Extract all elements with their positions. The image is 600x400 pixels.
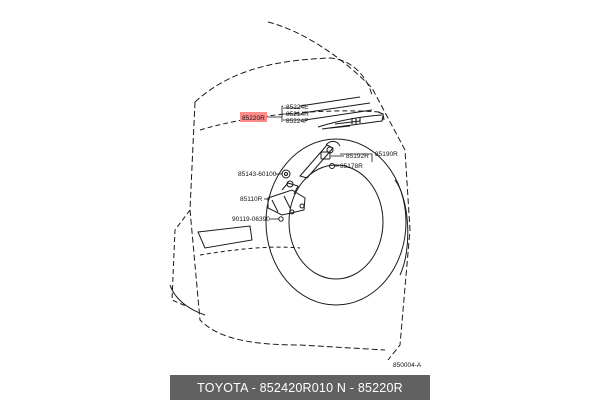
label-85192R[interactable]: 85192R — [346, 153, 369, 160]
label-85190R[interactable]: 85190R — [375, 151, 398, 158]
label-85224F[interactable]: 85224F — [286, 118, 308, 125]
diagram-ref-code: 850004-A — [393, 362, 422, 369]
highlight-box — [240, 112, 267, 122]
spare-tire — [265, 138, 409, 306]
label-90119-06390[interactable]: 90119-06390 — [232, 216, 270, 223]
label-85220R[interactable]: 85220R — [242, 115, 265, 122]
leader-lines — [264, 105, 373, 220]
footer-bar: TOYOTA - 852420R010 N - 85220R — [170, 375, 430, 400]
label-85143-60100[interactable]: 85143-60100 — [238, 171, 277, 178]
wiper-assembly — [299, 96, 385, 130]
vehicle-body-outline — [169, 21, 411, 361]
label-85224E[interactable]: 85224E — [286, 104, 309, 111]
footer-part-info: TOYOTA - 852420R010 N - 85220R — [197, 380, 403, 395]
wiper-motor — [267, 180, 306, 222]
label-85178R[interactable]: 85178R — [340, 163, 363, 170]
label-85214R[interactable]: 85214R — [286, 111, 309, 118]
label-85110R[interactable]: 85110R — [240, 196, 263, 203]
